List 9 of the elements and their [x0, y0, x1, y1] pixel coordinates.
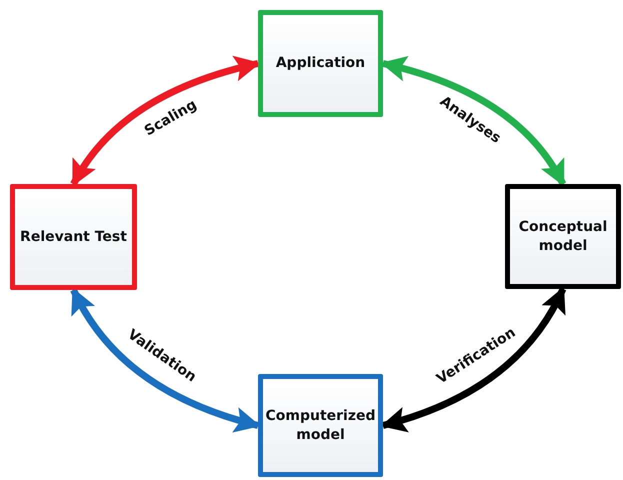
- process-box: [505, 184, 621, 289]
- process-box: [258, 374, 383, 477]
- box-label: Application: [276, 54, 366, 73]
- process-box: [258, 10, 383, 117]
- box-label: Relevant Test: [20, 228, 127, 246]
- process-box: [10, 184, 137, 290]
- box-label: Conceptual model: [518, 218, 608, 256]
- box-label: Computerized model: [264, 406, 377, 444]
- curved-double-arrow: [70, 288, 260, 432]
